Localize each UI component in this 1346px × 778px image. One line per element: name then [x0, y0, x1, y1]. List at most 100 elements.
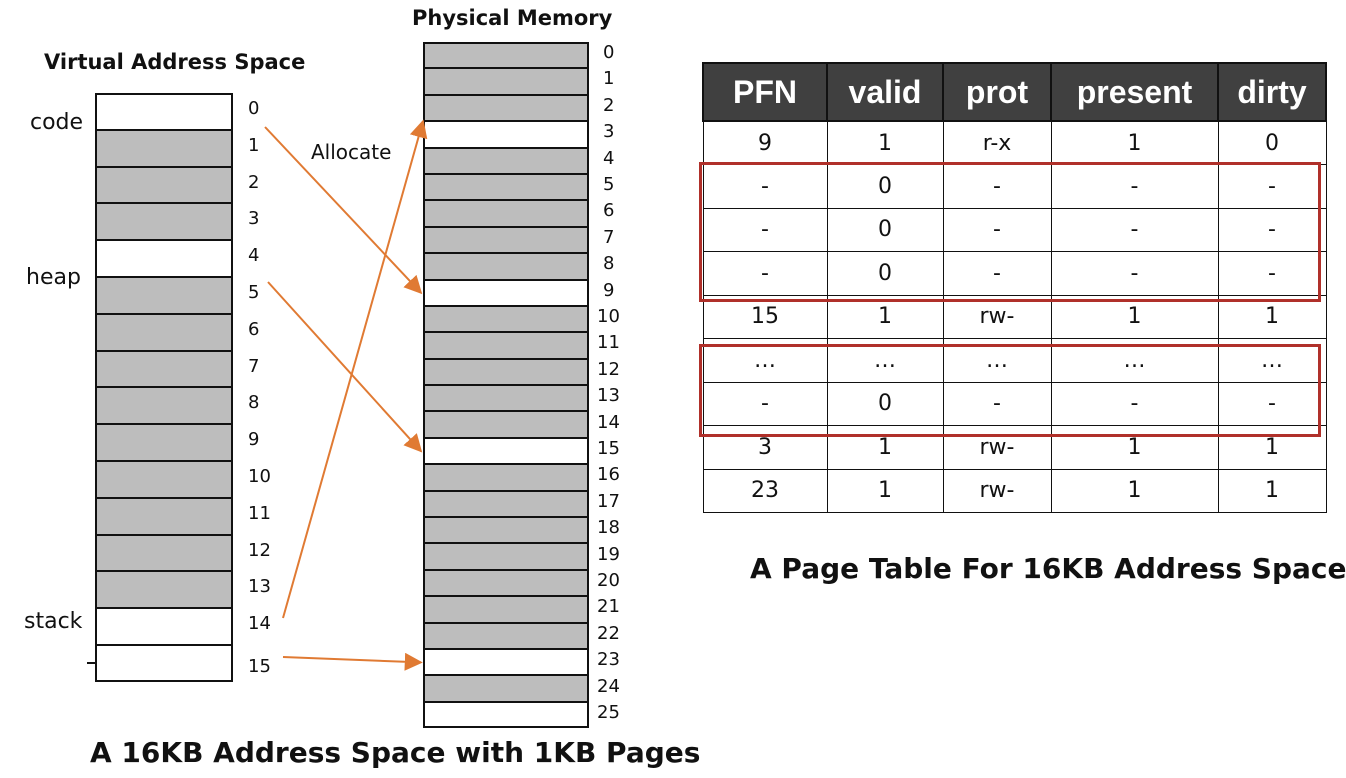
page-table-cell: 1 [826, 120, 944, 165]
physical-frame-6 [423, 200, 589, 227]
page-table-cell: - [702, 251, 828, 296]
virtual-page-number: 6 [248, 318, 260, 340]
physical-frame-number: 17 [597, 490, 620, 512]
physical-frame-17 [423, 490, 589, 518]
page-table-cell: 0 [1217, 120, 1327, 165]
physical-frame-number: 22 [597, 622, 620, 644]
physical-frame-11 [423, 332, 589, 359]
page-table-cell: - [942, 207, 1052, 252]
physical-frame-8 [423, 253, 589, 280]
physical-frame-13 [423, 385, 589, 412]
virtual-page-number: 13 [248, 576, 271, 598]
virtual-page-10 [95, 460, 233, 498]
invalid-entries-highlight-2 [699, 344, 1321, 437]
virtual-page-number: 5 [248, 282, 260, 303]
physical-frame-23 [423, 648, 589, 676]
physical-frame-number: 11 [597, 332, 620, 354]
virtual-page-2 [95, 166, 233, 204]
header-dirty: dirty [1217, 62, 1327, 122]
virtual-address-space-title: Virtual Address Space [44, 50, 306, 74]
segment-label-heap: heap [26, 265, 81, 290]
virtual-page-3 [95, 203, 233, 241]
physical-frame-number: 14 [597, 411, 620, 433]
physical-frame-number: 15 [597, 438, 620, 459]
virtual-page-6 [95, 313, 233, 351]
page-table-header-row: PFN valid prot present dirty [702, 62, 1327, 122]
virtual-page-7 [95, 350, 233, 388]
physical-frame-number: 16 [597, 464, 620, 486]
physical-frame-number: 25 [597, 702, 620, 723]
physical-frame-10 [423, 305, 589, 333]
physical-frame-18 [423, 517, 589, 544]
virtual-page-number: 14 [248, 613, 271, 635]
physical-frame-number: 18 [597, 517, 620, 539]
virtual-page-4 [95, 240, 233, 277]
virtual-page-number: 7 [248, 355, 260, 377]
virtual-page-number: 4 [248, 245, 260, 267]
physical-frame-number: 0 [603, 42, 615, 63]
page-table-row: -0--- [702, 251, 1327, 296]
virtual-page-number: 8 [248, 392, 260, 414]
physical-frame-5 [423, 173, 589, 201]
virtual-page-number: 12 [248, 539, 271, 561]
physical-frame-number: 12 [597, 358, 620, 380]
page-table-cell: - [1217, 381, 1327, 426]
virtual-page-14 [95, 608, 233, 645]
header-prot: prot [942, 62, 1052, 122]
physical-frame-4 [423, 147, 589, 174]
page-table-cell: 3 [702, 425, 828, 470]
invalid-entries-highlight-1 [699, 162, 1321, 302]
physical-frame-1 [423, 68, 589, 95]
physical-frame-25 [423, 701, 589, 729]
page-table-cell: - [702, 207, 828, 252]
virtual-page-number: 1 [248, 134, 260, 156]
virtual-page-9 [95, 424, 233, 461]
virtual-address-space [95, 93, 233, 682]
physical-frame-number: 6 [603, 200, 615, 222]
virtual-page-5 [95, 276, 233, 314]
physical-frame-number: 21 [597, 596, 620, 618]
physical-frame-21 [423, 596, 589, 623]
virtual-page-number: 2 [248, 171, 260, 193]
stack-marker-line [87, 662, 97, 664]
virtual-page-0 [95, 93, 233, 130]
physical-frame-number: 8 [603, 253, 615, 275]
virtual-page-number: 3 [248, 208, 260, 230]
page-table-cell: - [1217, 207, 1327, 252]
page-table-row: -0--- [702, 164, 1327, 209]
physical-frame-number: 1 [603, 68, 615, 90]
page-table-cell: 23 [702, 468, 828, 513]
virtual-page-number: 10 [248, 466, 271, 487]
page-table-cell: - [1217, 251, 1327, 296]
physical-frame-24 [423, 675, 589, 702]
physical-frame-22 [423, 622, 589, 649]
page-table-cell: 1 [826, 425, 944, 470]
physical-frame-20 [423, 569, 589, 597]
segment-label-code: code [30, 110, 84, 135]
virtual-page-13 [95, 571, 233, 609]
physical-frame-number: 2 [603, 94, 615, 116]
physical-frame-number: 7 [603, 226, 615, 248]
page-table-cell: 1 [1050, 120, 1219, 165]
physical-frame-14 [423, 411, 589, 438]
virtual-page-15 [95, 644, 233, 682]
page-table-cell: - [1050, 207, 1219, 252]
physical-frame-number: 10 [597, 306, 620, 327]
physical-frame-number: 19 [597, 543, 620, 565]
page-table-cell: 9 [702, 120, 828, 165]
physical-frame-9 [423, 279, 589, 306]
physical-frame-number: 13 [597, 385, 620, 407]
physical-memory-title: Physical Memory [412, 6, 613, 30]
page-table-cell: 0 [826, 164, 944, 209]
physical-frame-number: 20 [597, 570, 620, 591]
physical-frame-number: 5 [603, 174, 615, 195]
page-table-cell: 1 [1217, 468, 1327, 513]
page-table-cell: - [1050, 381, 1219, 426]
caption-address-space: A 16KB Address Space with 1KB Pages [90, 736, 701, 769]
physical-frame-19 [423, 543, 589, 570]
physical-frame-number: 24 [597, 675, 620, 697]
page-table-cell: 1 [1050, 468, 1219, 513]
physical-frame-3 [423, 121, 589, 148]
